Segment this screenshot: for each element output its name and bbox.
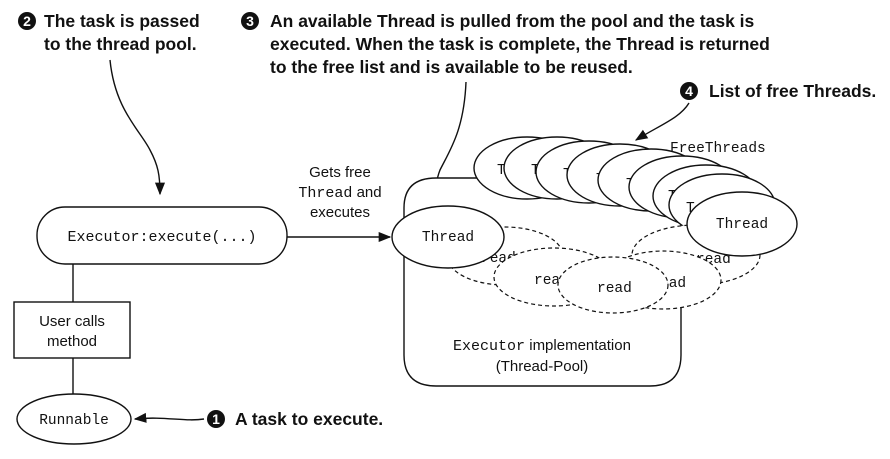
callout-2-leader: [109, 59, 166, 196]
user-calls-line-2: method: [47, 333, 97, 350]
executor-execute-label: Executor:execute(...): [67, 229, 256, 246]
callout-2-line-2: to the thread pool.: [44, 34, 197, 54]
busy-thread-5: [557, 256, 669, 314]
user-calls-line-1: User calls: [39, 313, 105, 330]
free-thread-1-label: T: [497, 163, 506, 179]
executor-execute-node: [36, 206, 288, 265]
callout-1-number: 1: [212, 411, 220, 427]
callout-4-text: List of free Threads.: [709, 81, 876, 101]
callout-2-badge: [18, 12, 36, 30]
free-thread-8-label: T: [686, 201, 695, 217]
callout-3: 3 An available Thread is pulled from the…: [241, 11, 770, 77]
callout-1-leader: [133, 412, 205, 423]
callout-3-badge: [241, 12, 259, 30]
callout-2-number: 2: [23, 13, 31, 29]
callout-3-line-1: An available Thread is pulled from the p…: [270, 11, 755, 31]
free-thread-front: [686, 191, 798, 257]
edge-label-line-2: Thread and: [298, 184, 381, 202]
active-thread-label: Thread: [422, 230, 474, 246]
callout-4-badge: [680, 82, 698, 100]
user-calls-method-box: [13, 301, 131, 359]
edge-label-line-3: executes: [310, 204, 370, 221]
busy-threads-group: read read read ead read: [446, 224, 761, 314]
executor-impl-label-line-1: Executor implementation: [453, 337, 631, 355]
executor-impl-label-line-2: (Thread-Pool): [496, 358, 589, 375]
runnable-node: [16, 393, 132, 445]
edge-label-line-1: Gets free: [309, 164, 371, 181]
callout-2-line-1: The task is passed: [44, 11, 200, 31]
callout-4: 4 List of free Threads.: [680, 81, 876, 101]
runnable-label: Runnable: [39, 413, 109, 429]
callout-3-line-3: to the free list and is available to be …: [270, 57, 633, 77]
free-threads-label: FreeThreads: [670, 141, 766, 157]
active-thread-node: [391, 205, 505, 269]
callout-1-badge: [207, 410, 225, 428]
callout-1-text: A task to execute.: [235, 409, 383, 429]
busy-thread-5-label: read: [597, 281, 632, 297]
callout-3-number: 3: [246, 13, 254, 29]
callout-1: 1 A task to execute.: [207, 409, 383, 429]
free-thread-front-label: Thread: [716, 217, 768, 233]
callout-4-number: 4: [685, 83, 693, 99]
callout-4-leader: [634, 102, 690, 141]
callout-3-line-2: executed. When the task is complete, the…: [270, 34, 770, 54]
callout-2: 2 The task is passed to the thread pool.: [18, 11, 200, 54]
